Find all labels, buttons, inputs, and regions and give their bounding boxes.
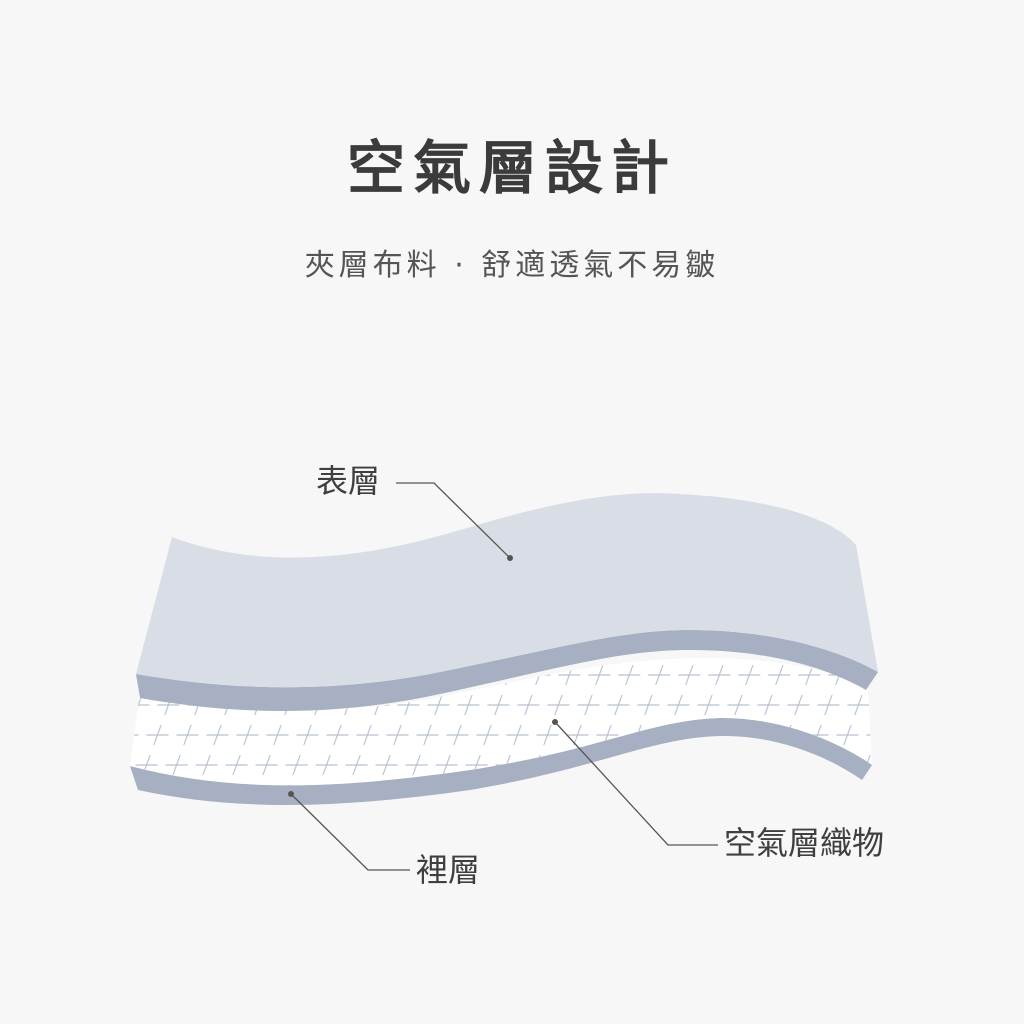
leader-dots [288, 555, 558, 797]
leader-lines [290, 482, 718, 871]
outer-layer-edge [136, 630, 878, 711]
outer-layer-leader [396, 482, 511, 559]
inner-layer-edge [130, 717, 872, 805]
inner-layer-leader [290, 793, 410, 871]
page-title: 空氣層設計 [346, 134, 677, 202]
page-subtitle: 夾層布料 · 舒適透氣不易皺 [304, 248, 720, 283]
air-layer-pattern [130, 658, 872, 786]
inner-layer-label: 裡層 [416, 851, 481, 889]
air-layer-label: 空氣層織物 [724, 824, 885, 862]
air-layer-leader [554, 721, 718, 846]
outer-layer-label: 表層 [316, 462, 381, 500]
outer-layer [136, 493, 878, 688]
